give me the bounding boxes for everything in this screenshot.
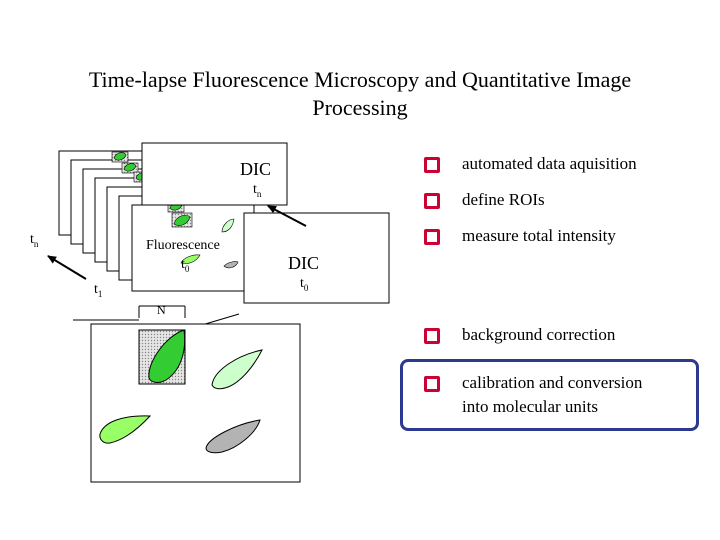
bullet-icon (424, 328, 440, 344)
step-text: measure total intensity (462, 226, 616, 245)
time-main: t (300, 276, 304, 291)
time-index: 0 (303, 282, 309, 293)
page-title: Time-lapse Fluorescence Microscopy and Q… (0, 66, 720, 122)
dic-tn-time: tn (253, 182, 261, 199)
title-line-2: Processing (312, 95, 408, 120)
step-text: automated data aquisition (462, 154, 637, 173)
time-main: t (253, 182, 257, 197)
cell-gray (205, 419, 261, 454)
time-axis-end: tn (30, 232, 38, 249)
step-text: background correction (462, 325, 616, 344)
time-main: t (94, 282, 98, 297)
title-line-1: Time-lapse Fluorescence Microscopy and Q… (88, 67, 632, 92)
bullet-icon (424, 376, 440, 392)
time-main: t (30, 232, 34, 247)
fluorescence-label: Fluorescence (146, 238, 220, 253)
highlighted-step-box (400, 359, 699, 431)
dic-t0-frame (243, 212, 390, 304)
time-index: n (33, 238, 39, 249)
step-text-line-2: into molecular units (462, 397, 598, 416)
bullet-icon (424, 157, 440, 173)
dic-pointer-arrow (267, 205, 307, 227)
bullet-icon (424, 193, 440, 209)
time-index: 0 (184, 263, 190, 274)
time-arrow (47, 255, 87, 280)
time-main: t (181, 257, 185, 272)
time-index: 1 (97, 288, 103, 299)
bullet-icon (424, 229, 440, 245)
step-text: calibration and conversion (462, 373, 643, 392)
main-image-panel (90, 323, 301, 483)
cell-medium (99, 415, 152, 444)
fluorescence-time: t0 (181, 257, 189, 274)
time-axis-start: t1 (94, 282, 102, 299)
time-index: n (256, 188, 262, 199)
region-label: N (157, 303, 166, 317)
cell-bright (148, 329, 186, 383)
dic-tn-label: DIC (240, 159, 271, 179)
cell-light (211, 349, 263, 390)
dic-tn-frame (141, 142, 288, 206)
dic-t0-time: t0 (300, 276, 308, 293)
dic-t0-label: DIC (288, 253, 319, 273)
step-text: define ROIs (462, 190, 545, 209)
